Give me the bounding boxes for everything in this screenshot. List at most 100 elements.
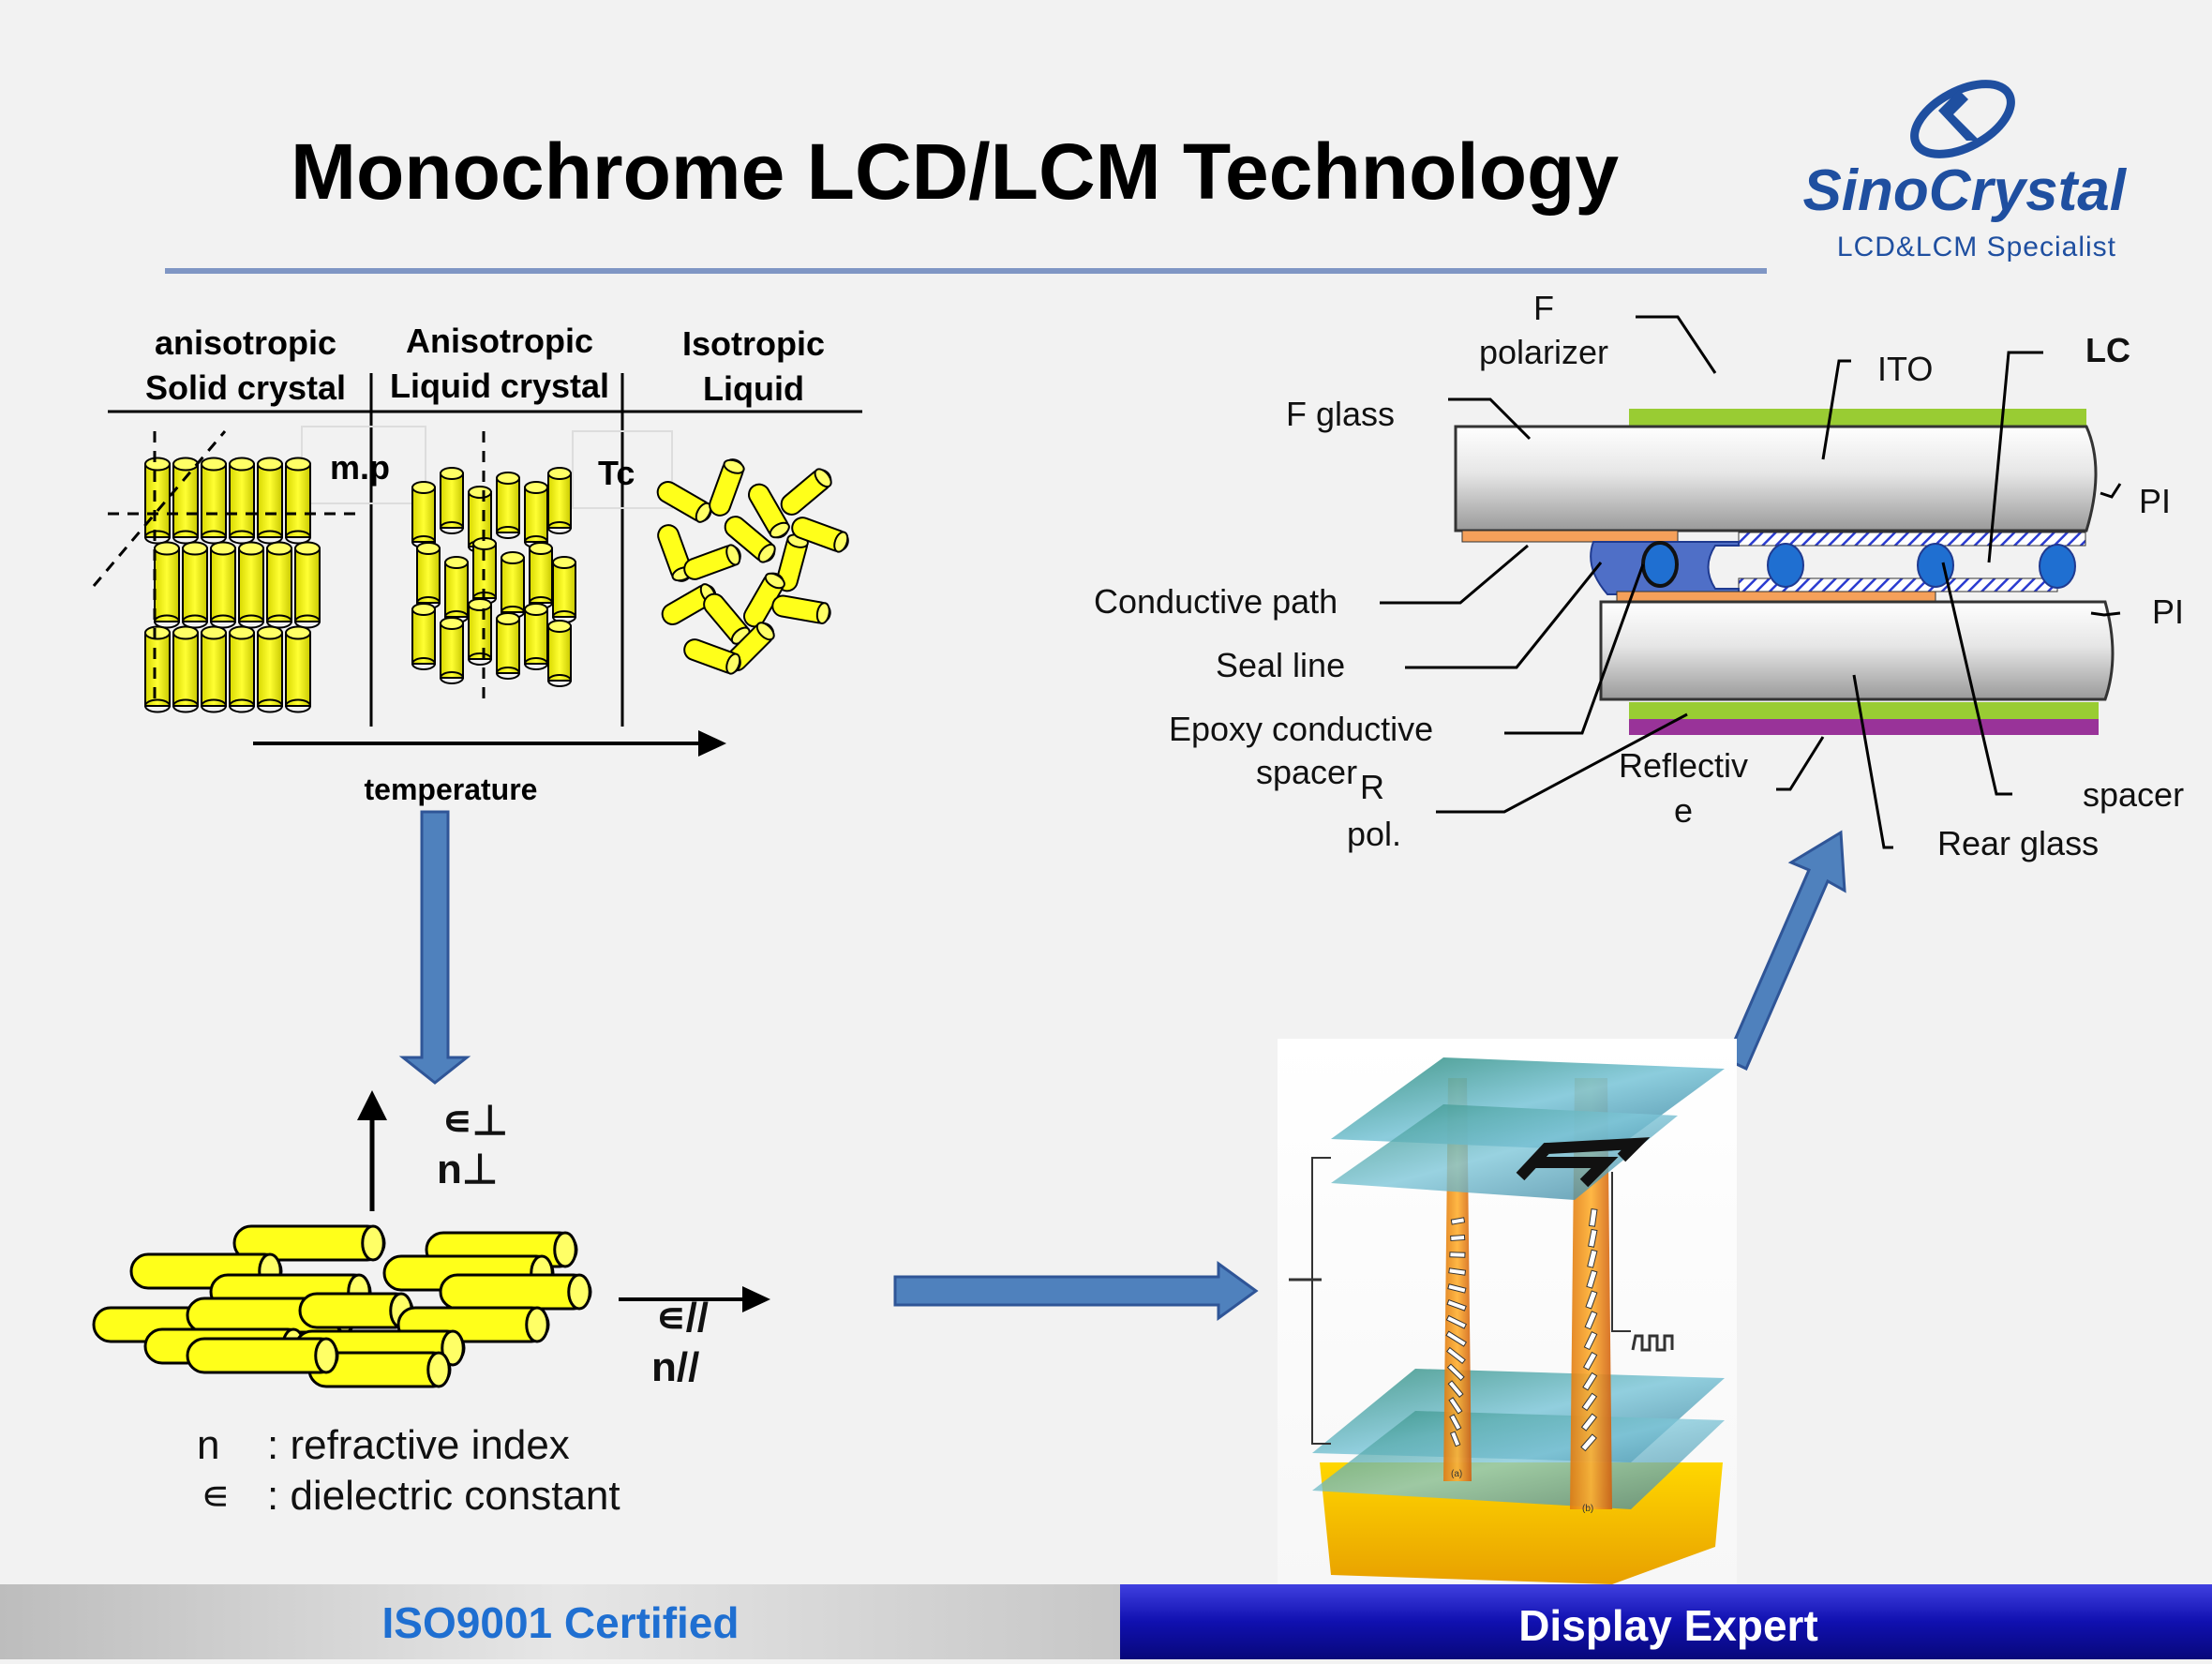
twisted-molecule <box>1450 1217 1466 1225</box>
phase-lc-line2: Liquid crystal <box>390 367 609 405</box>
twisted-molecule <box>1449 1252 1466 1258</box>
aligned-molecule <box>1580 1413 1598 1432</box>
solid-molecule <box>285 457 311 545</box>
iso-molecule <box>743 572 785 628</box>
molecule-bundle <box>92 1224 592 1388</box>
twisted-molecule <box>1446 1299 1467 1312</box>
isotropic-molecules <box>656 458 849 675</box>
solid-molecule <box>154 541 180 629</box>
solid-molecule <box>257 625 283 713</box>
pi-top-label: PI <box>2139 482 2171 520</box>
aligned-molecule <box>1586 1269 1598 1289</box>
aligned-molecule <box>1587 1249 1598 1268</box>
right-arrow <box>893 1261 1259 1321</box>
twisted-molecule <box>1446 1363 1465 1382</box>
aligned-molecule <box>1580 1433 1597 1452</box>
eps-par-label: ∊// <box>656 1295 709 1341</box>
spacer-label: spacer <box>2083 775 2184 814</box>
twisted-molecule <box>1447 1283 1467 1294</box>
iso-molecule <box>656 481 712 523</box>
aligned-molecule <box>1582 1372 1598 1391</box>
liquid-crystal-molecules <box>411 467 576 687</box>
logo-emblem-icon <box>1910 80 2015 158</box>
logo-brand: SinoCrystal <box>1802 158 2127 223</box>
down-arrow <box>398 810 471 1085</box>
twisted-molecule <box>1446 1346 1466 1365</box>
mp-label: m.p <box>330 448 390 487</box>
photo-label-b: (b) <box>1582 1504 1593 1514</box>
solid-molecule <box>229 625 255 713</box>
parallel-arrowhead <box>742 1286 770 1312</box>
footer-display-expert: Display Expert <box>1518 1601 1818 1650</box>
iso-molecule <box>709 458 745 517</box>
aligned-molecule <box>1583 1331 1598 1351</box>
slide-title: Monochrome LCD/LCM Technology <box>291 127 1619 216</box>
bottom-plate-2 <box>1312 1411 1725 1509</box>
lc-molecule <box>547 467 572 534</box>
lc-molecule <box>468 598 492 666</box>
twisted-molecule <box>1448 1267 1467 1276</box>
front-polarizer <box>1629 409 2086 427</box>
iso-molecule <box>724 516 776 563</box>
solid-crystal-molecules <box>144 457 321 713</box>
twisted-molecules <box>1445 1208 1598 1452</box>
aligned-molecule <box>1581 1392 1598 1412</box>
solid-molecule <box>285 625 311 713</box>
footer: ISO9001 Certified Display Expert <box>0 1584 2212 1659</box>
solid-molecule <box>266 541 292 629</box>
lc-molecule <box>444 556 469 623</box>
diagonal-arrow <box>1725 830 1846 1072</box>
twisted-molecule <box>1448 1397 1463 1415</box>
twisted-molecule <box>1445 1314 1468 1329</box>
aligned-molecule <box>1588 1228 1598 1248</box>
lc-molecule <box>529 542 553 609</box>
temperature-arrowhead <box>698 730 726 757</box>
logo-tagline: LCD&LCM Specialist <box>1837 232 2116 262</box>
solid-molecule <box>201 457 227 545</box>
r-label: R <box>1360 768 1384 806</box>
conductive-path-label: Conductive path <box>1094 582 1338 621</box>
lc-spacer-1 <box>1767 543 1804 588</box>
ito-label: ITO <box>1877 350 1933 388</box>
solid-molecule <box>210 541 236 629</box>
iso-molecule <box>780 468 832 516</box>
lc-label: LC <box>2085 331 2130 369</box>
rear-glass <box>1599 600 2115 701</box>
f-glass-label: F glass <box>1286 395 1395 433</box>
lc-molecule <box>496 612 520 680</box>
lc-molecule <box>440 467 464 534</box>
seven-segment-digit-icon <box>1516 1137 1651 1188</box>
phase-lc-line1: Anisotropic <box>406 322 593 360</box>
lc-molecule <box>501 551 525 619</box>
molecule-anisotropy: ∊⊥ n⊥ ∊// n// <box>92 1090 770 1390</box>
twisted-molecule <box>1449 1431 1461 1447</box>
solid-molecule <box>238 541 264 629</box>
sinocrystal-logo: SinoCrystal LCD&LCM Specialist <box>1802 80 2128 262</box>
rod-molecule <box>186 1337 339 1374</box>
rear-electrode <box>1616 591 1936 603</box>
phase-iso-line2: Liquid <box>703 369 804 408</box>
lc-molecule <box>411 481 436 548</box>
lc-spacer-2 <box>1917 543 1954 588</box>
rod-molecule <box>439 1273 592 1311</box>
f-polarizer-line2: polarizer <box>1479 333 1608 371</box>
footer-iso-certified: ISO9001 Certified <box>382 1598 740 1647</box>
circuit-wires <box>1289 1157 1674 1445</box>
tc-label: Tc <box>598 454 635 492</box>
solid-axis-diagonal <box>92 430 227 587</box>
photo-label-a: (a) <box>1451 1469 1462 1479</box>
solid-molecule <box>172 625 199 713</box>
tc-box <box>572 430 673 509</box>
legend-n-text: : refractive index <box>267 1422 570 1468</box>
solid-molecule <box>144 625 171 713</box>
lc-molecule <box>411 603 436 670</box>
twisted-molecule <box>1447 1380 1464 1398</box>
pol-label: pol. <box>1347 815 1401 853</box>
legend-n-symbol: n <box>197 1422 219 1468</box>
solid-molecule <box>144 457 171 545</box>
lc-spacer-3 <box>2039 544 2076 589</box>
legend-eps-symbol: ∊ <box>201 1473 231 1519</box>
aligned-molecule <box>1588 1208 1598 1227</box>
n-par-label: n// <box>651 1344 699 1390</box>
